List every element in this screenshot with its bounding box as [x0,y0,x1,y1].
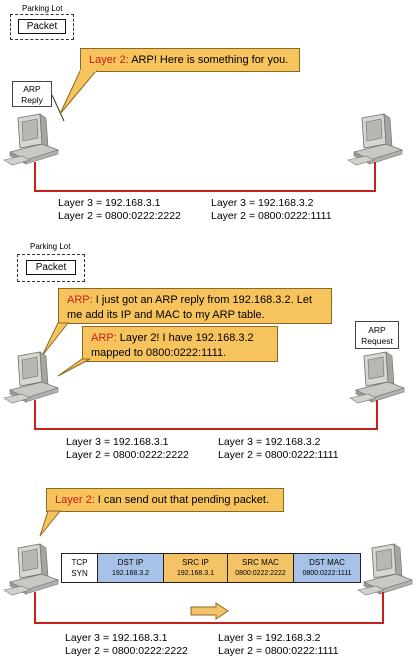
field-value: SYN [71,569,88,578]
right-host-layer2: Layer 2 = 0800:0222:1111 [218,449,339,461]
parking-lot-label: Parking Lot [22,4,63,13]
frame-field-src-ip: SRC IP 192.168.3.1 [164,554,228,582]
left-computer-icon[interactable] [2,110,62,170]
left-host-layer2: Layer 2 = 0800:0222:2222 [66,449,189,461]
right-computer-icon[interactable] [348,348,408,408]
bubble-text: I can send out that pending packet. [94,494,270,506]
field-value: 192.168.3.2 [112,570,149,577]
right-host-layer3: Layer 3 = 192.168.3.2 [218,436,321,448]
bubble-text: ARP! Here is something for you. [128,54,289,66]
bubble-speaker: Layer 2: [55,494,95,506]
network-wire [34,400,378,430]
frame-field-dst-mac: DST MAC 0800:0222:1111 [294,554,360,582]
left-host-layer2: Layer 2 = 0800:0222:2222 [65,645,188,657]
field-value: 0800:0222:1111 [302,570,352,577]
right-computer-icon[interactable] [356,540,416,600]
network-wire [34,592,384,624]
left-host-layer2: Layer 2 = 0800:0222:2222 [58,210,181,222]
arp-request-note: ARP Request [355,321,399,349]
right-host-layer2: Layer 2 = 0800:0222:1111 [218,645,339,657]
bubble-text: I just got an ARP reply from 192.168.3.2… [67,294,313,321]
packet: Packet [26,260,76,275]
frame-field-dst-ip: DST IP 192.168.3.2 [98,554,164,582]
right-host-layer3: Layer 3 = 192.168.3.2 [218,632,321,644]
field-value: 0800:0222:2222 [235,570,286,577]
arp-reply-note: ARP Reply [12,81,52,107]
right-computer-icon[interactable] [346,110,406,170]
frame-field-tcp: TCP SYN [62,554,98,582]
bubble-speaker: ARP: [67,294,93,306]
field-title: DST MAC [309,558,345,567]
left-computer-icon[interactable] [2,348,62,408]
network-wire [34,162,376,192]
left-host-layer3: Layer 3 = 192.168.3.1 [58,197,161,209]
bubble-tail [41,322,70,357]
layer2-speech-bubble: Layer 2: ARP! Here is something for you. [80,48,300,72]
ethernet-frame: TCP SYN DST IP 192.168.3.2 SRC IP 192.16… [61,553,361,583]
field-title: SRC MAC [242,558,279,567]
left-host-layer3: Layer 3 = 192.168.3.1 [66,436,169,448]
bubble-tail [39,510,62,537]
bubble-speaker: ARP: [91,332,117,344]
field-title: DST IP [117,558,144,567]
parking-lot-label: Parking Lot [30,242,71,251]
arp-mapping-speech-bubble: ARP: Layer 2! I have 192.168.3.2 mapped … [82,326,278,362]
right-host-layer2: Layer 2 = 0800:0222:1111 [211,210,332,222]
packet: Packet [18,19,66,34]
note-pointer-line [52,95,65,122]
arrow-right-icon [190,602,229,620]
bubble-tail [57,358,91,377]
bubble-text: Layer 2! I have 192.168.3.2 mapped to 08… [91,332,254,359]
right-host-layer3: Layer 3 = 192.168.3.2 [211,197,314,209]
bubble-speaker: Layer 2: [89,54,129,66]
field-title: TCP [71,558,88,567]
left-host-layer3: Layer 3 = 192.168.3.1 [65,632,168,644]
field-title: SRC IP [182,558,209,567]
arp-table-speech-bubble: ARP: I just got an ARP reply from 192.16… [58,288,332,324]
frame-field-src-mac: SRC MAC 0800:0222:2222 [228,554,294,582]
left-computer-icon[interactable] [2,540,62,600]
bubble-tail [59,70,98,115]
pending-packet-speech-bubble: Layer 2: I can send out that pending pac… [46,488,284,512]
field-value: 192.168.3.1 [177,570,214,577]
